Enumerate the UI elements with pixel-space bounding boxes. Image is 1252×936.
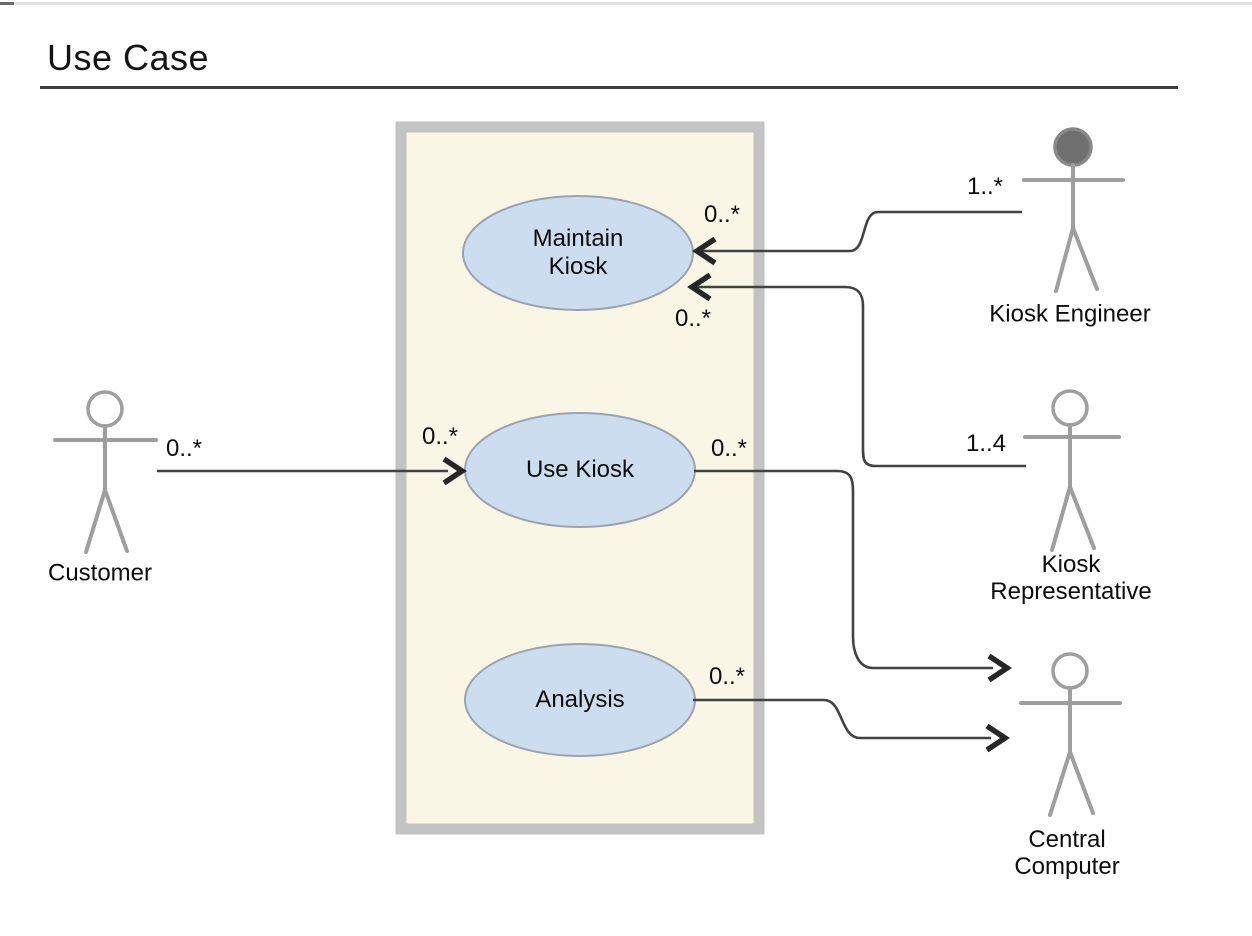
use-case-label-use-kiosk: Use Kiosk	[525, 456, 635, 483]
title-underline	[40, 86, 1178, 89]
kiosk-representative-actor-icon	[1023, 389, 1121, 552]
multiplicity-use-kiosk-right: 0..*	[710, 435, 748, 462]
multiplicity-maintain-kiosk-bottom: 0..*	[674, 305, 712, 332]
multiplicity-analysis-right: 0..*	[708, 663, 746, 690]
page-title: Use Case	[47, 37, 210, 78]
actor-label-customer: Customer	[47, 559, 153, 587]
use-case-ellipse-maintain-kiosk	[462, 195, 694, 311]
multiplicity-engineer-side: 1..*	[966, 173, 1004, 200]
use-case-label-maintain-kiosk: Maintain Kiosk	[532, 225, 624, 280]
kiosk-engineer-actor-icon	[1022, 127, 1125, 293]
actor-label-kiosk-engineer: Kiosk Engineer	[989, 300, 1151, 328]
multiplicity-use-kiosk-left: 0..*	[421, 423, 459, 450]
association-use-kiosk-central-computer	[694, 469, 993, 670]
arrowhead-into-central-computer-top-icon	[987, 653, 1012, 683]
association-representative-maintain-kiosk	[697, 285, 1026, 468]
top-divider-accent	[0, 2, 14, 5]
customer-actor-icon	[53, 390, 158, 554]
multiplicity-maintain-kiosk-top: 0..*	[703, 201, 741, 228]
arrowhead-into-maintain-kiosk-top-icon	[692, 236, 717, 266]
actor-label-kiosk-representative: Kiosk Representative	[990, 551, 1152, 605]
multiplicity-representative-side: 1..4	[965, 430, 1007, 457]
arrowhead-into-use-kiosk-icon	[442, 456, 467, 486]
arrowhead-into-central-computer-bottom-icon	[985, 723, 1010, 753]
arrowhead-into-maintain-kiosk-bottom-icon	[687, 272, 712, 302]
actor-label-central-computer: Central Computer	[1014, 826, 1120, 880]
multiplicity-customer-side: 0..*	[165, 435, 203, 462]
association-engineer-maintain-kiosk	[702, 210, 1022, 253]
use-case-label-analysis: Analysis	[535, 686, 625, 713]
association-analysis-central-computer	[693, 698, 991, 740]
central-computer-actor-icon	[1019, 652, 1122, 817]
top-divider	[0, 2, 1252, 5]
